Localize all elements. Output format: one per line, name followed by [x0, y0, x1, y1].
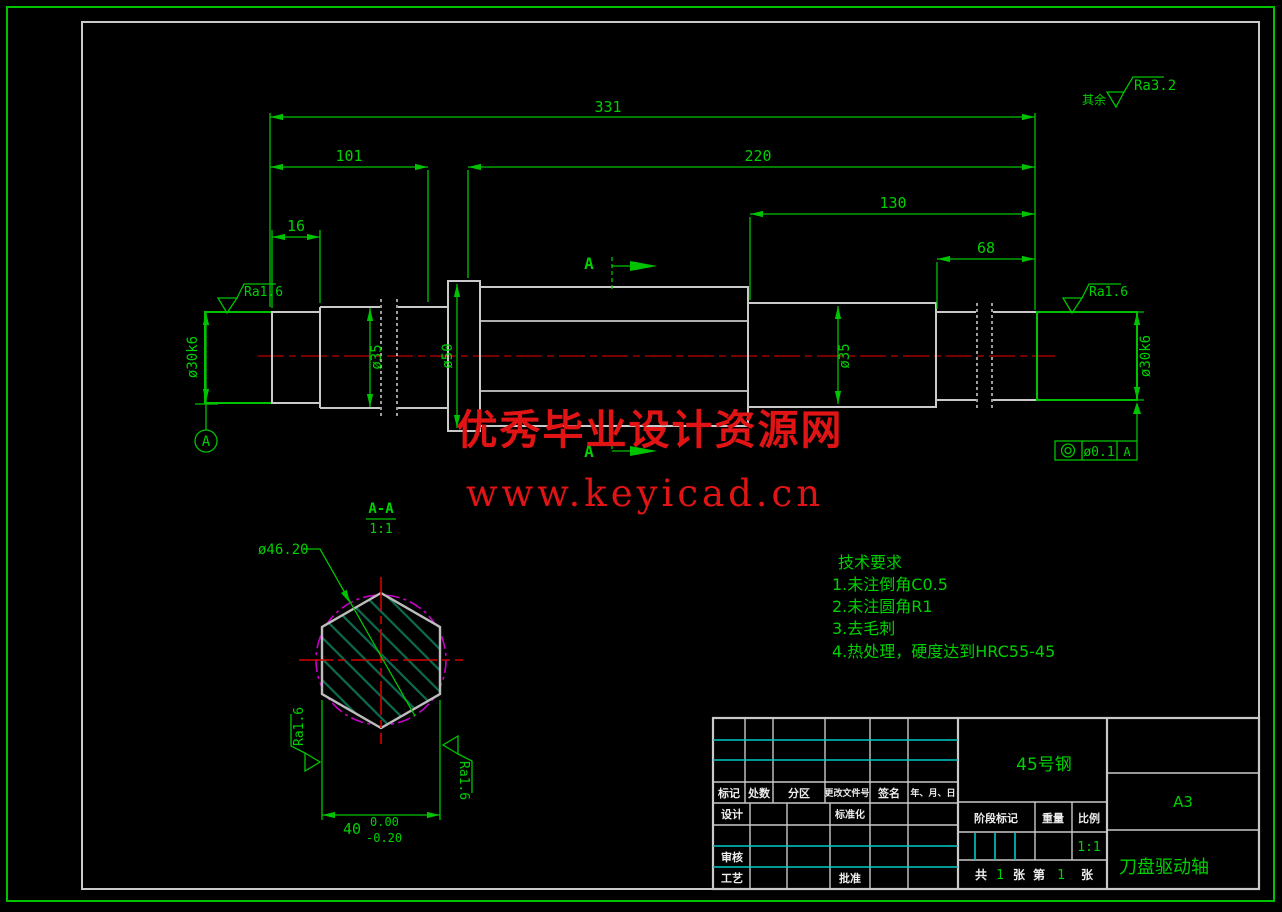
- watermark-line1: 优秀毕业设计资源网: [457, 406, 844, 454]
- role-standardize: 标准化: [834, 808, 865, 821]
- leader-arrow: [1133, 402, 1141, 414]
- role-design: 设计: [721, 807, 743, 821]
- diameter-dimensions: ø30k6 ø35 ø50 ø35 ø30k6: [185, 284, 1154, 428]
- roughness-right-value: Ra1.6: [1089, 285, 1128, 300]
- th-scale: 比例: [1078, 811, 1100, 825]
- dim-hex-width: 40: [343, 820, 361, 838]
- dim-331: 331: [594, 98, 621, 116]
- sheet-zhang2: 张: [1081, 867, 1094, 882]
- dim-68: 68: [977, 239, 995, 257]
- technical-requirements: 技术要求 1.未注倒角C0.5 2.未注圆角R1 3.去毛刺 4.热处理，硬度达…: [832, 553, 1055, 661]
- horizontal-dimensions: 331 101 220 130 68 16: [269, 98, 1036, 310]
- dim-101: 101: [335, 147, 362, 165]
- tech-item-3: 3.去毛刺: [832, 619, 895, 638]
- datum-a: A: [194, 403, 218, 453]
- th-qianming: 签名: [877, 786, 900, 800]
- section-cut-bottom: A: [584, 424, 657, 461]
- role-process: 工艺: [721, 871, 743, 885]
- role-check: 审核: [721, 850, 743, 864]
- outer-border: [6, 6, 1275, 902]
- part-name: 刀盘驱动轴: [1119, 857, 1209, 878]
- roughness-rest: 其余 Ra3.2: [1082, 76, 1176, 109]
- dim-hex-dia: ø46.20: [258, 542, 309, 558]
- dim-130: 130: [879, 194, 906, 212]
- tech-title: 技术要求: [838, 553, 902, 572]
- sheet-n2: 1: [1057, 868, 1065, 883]
- dim-hex-tol-up: 0.00: [370, 815, 399, 829]
- tolerance-datum: A: [1123, 445, 1131, 459]
- roughness-left-value: Ra1.6: [244, 285, 283, 300]
- shaft-d35-right: [747, 302, 937, 408]
- concentricity-icon: [1064, 446, 1072, 455]
- rest-label: 其余: [1082, 92, 1106, 107]
- roughness-hex-left: Ra1.6: [290, 707, 322, 773]
- roughness-left: Ra1.6: [216, 283, 283, 315]
- th-chushu: 处数: [747, 786, 771, 800]
- dim-220: 220: [744, 147, 771, 165]
- dim-16: 16: [287, 217, 305, 235]
- shaft-collar-16: [271, 311, 321, 404]
- roughness-hex-right: Ra1.6: [441, 734, 473, 800]
- sheet-zhang1: 张: [1013, 867, 1026, 882]
- roughness-hex-right-value: Ra1.6: [456, 761, 471, 800]
- tech-item-4: 4.热处理，硬度达到HRC55-45: [832, 642, 1055, 661]
- th-stage: 阶段标记: [974, 811, 1018, 825]
- section-view-title: A-A: [368, 501, 394, 517]
- th-genggai: 更改文件号: [824, 787, 869, 799]
- shaft-left-journal: [204, 311, 273, 404]
- roughness-hex-left-value: Ra1.6: [292, 707, 307, 746]
- sheet-di: 第: [1033, 867, 1045, 882]
- watermark: 优秀毕业设计资源网 www.keyicad.cn: [457, 406, 844, 515]
- tech-item-1: 1.未注倒角C0.5: [832, 575, 948, 594]
- sheet-size: A3: [1173, 793, 1193, 811]
- scale-value: 1:1: [1077, 840, 1100, 855]
- section-view-aa: A-A 1:1 ø46.20 40 0.00 -0.20 Ra1.6 Ra1.6: [258, 501, 473, 845]
- dim-hex-tol-dn: -0.20: [366, 831, 402, 845]
- role-approve: 批准: [839, 871, 861, 885]
- tolerance-value: ø0.1: [1083, 445, 1114, 460]
- th-weight: 重量: [1042, 811, 1064, 825]
- th-fenqu: 分区: [788, 786, 810, 800]
- sheet-gong: 共: [975, 867, 987, 882]
- section-cut-top: A: [584, 254, 657, 289]
- roughness-rest-value: Ra3.2: [1134, 78, 1176, 94]
- section-mark-bottom: A: [584, 442, 594, 461]
- dim-dia35-right: ø35: [837, 343, 853, 368]
- tolerance-frame: ø0.1 A: [1054, 402, 1141, 461]
- material-label: 45号钢: [1016, 755, 1072, 775]
- dim-dia50: ø50: [440, 343, 456, 368]
- shaft-broken-right: [936, 311, 1037, 401]
- section-mark-top: A: [584, 254, 594, 273]
- title-block: 标记 处数 分区 更改文件号 签名 年、月、日 设计 标准化 审核 工艺 批准 …: [711, 716, 1261, 891]
- dim-dia30k6-left: ø30k6: [185, 336, 201, 378]
- shaft-d35-left: [319, 306, 448, 409]
- concentricity-icon: [1060, 443, 1076, 458]
- inner-border: [81, 21, 1260, 890]
- dim-dia30k6-right: ø30k6: [1138, 335, 1154, 377]
- leader-arrow: [341, 589, 350, 603]
- dim-dia35-left: ø35: [369, 344, 385, 369]
- sheet-n1: 1: [996, 868, 1004, 883]
- datum-a-label: A: [202, 434, 211, 450]
- shaft-front-view: [204, 280, 1138, 432]
- th-riqi: 年、月、日: [910, 787, 955, 799]
- watermark-line2: www.keyicad.cn: [466, 472, 824, 515]
- section-view-scale: 1:1: [369, 522, 392, 537]
- roughness-right: Ra1.6: [1061, 283, 1128, 315]
- tech-item-2: 2.未注圆角R1: [832, 597, 933, 616]
- th-biaoji: 标记: [717, 786, 740, 800]
